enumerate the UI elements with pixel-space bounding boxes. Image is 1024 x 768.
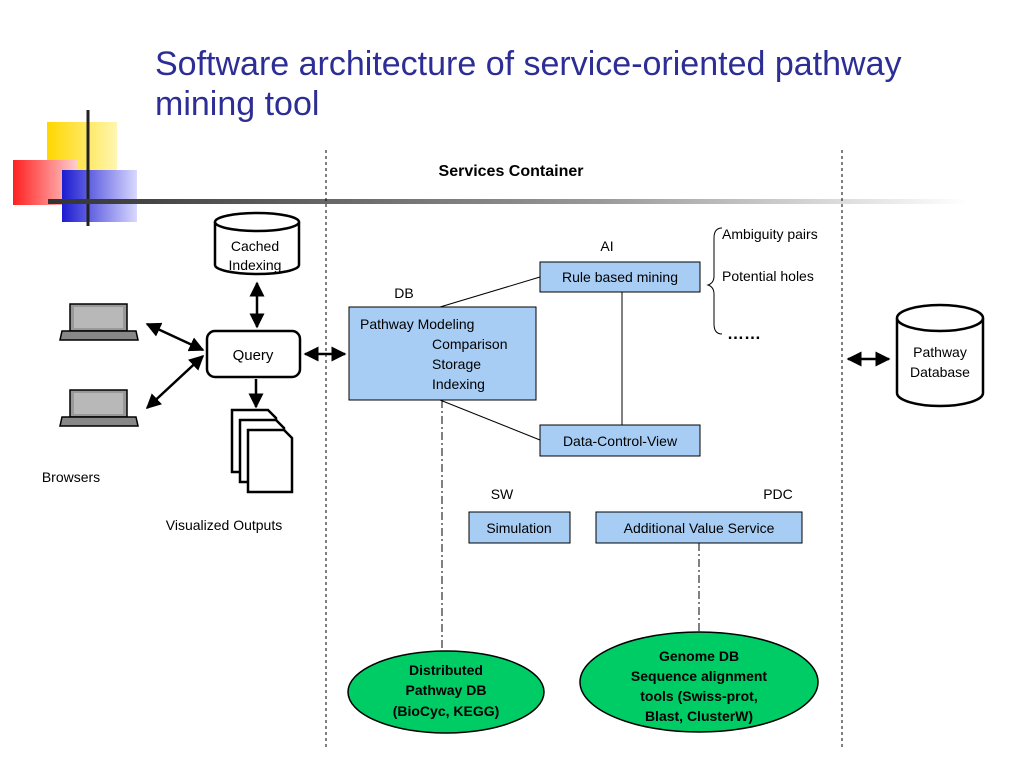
data-control-view-box: Data-Control-View: [539, 424, 701, 457]
additional-value-service-box: Additional Value Service: [595, 511, 803, 544]
laptop-icon-top: [59, 303, 139, 341]
distributed-db-line: Distributed: [409, 662, 483, 678]
deco-blue-square: [62, 170, 137, 222]
rule-based-mining-box: Rule based mining: [539, 261, 701, 293]
slide-title: Software architecture of service-oriente…: [155, 45, 902, 123]
db-box-title: Pathway Modeling: [360, 316, 474, 332]
query-label: Query: [233, 347, 274, 364]
pdc-label: PDC: [763, 486, 793, 502]
dcv-label: Data-Control-View: [563, 433, 678, 449]
query-node: Query: [205, 329, 302, 379]
pathway-modeling-box: Pathway Modeling Comparison Storage Inde…: [348, 306, 537, 401]
db-box-item: Storage: [432, 356, 481, 372]
distributed-db-line: (BioCyc, KEGG): [393, 703, 500, 719]
distributed-pathway-db-ellipse: Distributed Pathway DB (BioCyc, KEGG): [347, 650, 545, 734]
arrow-query-laptop-top: [145, 322, 205, 352]
visualized-outputs-label: Visualized Outputs: [166, 517, 282, 533]
db-section-label: DB: [394, 285, 413, 301]
db-box-item: Comparison: [432, 336, 507, 352]
ai-section-label: AI: [600, 238, 613, 254]
line-db-rule: [439, 276, 541, 308]
rule-box-label: Rule based mining: [562, 269, 678, 285]
additional-service-label: Additional Value Service: [624, 520, 775, 536]
genome-db-line: tools (Swiss-prot,: [640, 688, 757, 704]
cached-indexing-line2: Indexing: [229, 257, 282, 273]
simulation-label: Simulation: [486, 520, 551, 536]
ai-output-item: Potential holes: [722, 268, 814, 284]
cached-indexing-line1: Cached: [231, 238, 279, 254]
browsers-label: Browsers: [42, 469, 100, 485]
ai-output-item: Ambiguity pairs: [722, 226, 818, 242]
genome-db-line: Blast, ClusterW): [645, 708, 753, 724]
genome-db-line: Genome DB: [659, 648, 739, 664]
genome-db-line: Sequence alignment: [631, 668, 767, 684]
ai-output-brace: [706, 227, 723, 335]
genome-db-ellipse: Genome DB Sequence alignment tools (Swis…: [579, 631, 819, 733]
simulation-box: Simulation: [468, 511, 571, 544]
arrow-query-laptop-bottom: [145, 354, 205, 410]
db-box-item: Indexing: [432, 376, 485, 392]
pathway-database-cylinder: Pathway Database: [895, 303, 985, 408]
visualized-outputs-icon: [230, 408, 294, 494]
container-label: Services Container: [439, 163, 584, 180]
pathway-database-line: Pathway: [913, 344, 967, 360]
pathway-database-line: Database: [910, 364, 970, 380]
ai-output-item: ……: [727, 324, 761, 343]
line-db-dcv: [439, 399, 541, 441]
deco-horizontal-bar: [48, 199, 968, 204]
laptop-icon-bottom: [59, 389, 139, 427]
distributed-db-line: Pathway DB: [406, 682, 487, 698]
cached-indexing-cylinder: Cached Indexing: [213, 211, 301, 276]
sw-label: SW: [491, 486, 514, 502]
decorative-corner: [13, 110, 968, 226]
